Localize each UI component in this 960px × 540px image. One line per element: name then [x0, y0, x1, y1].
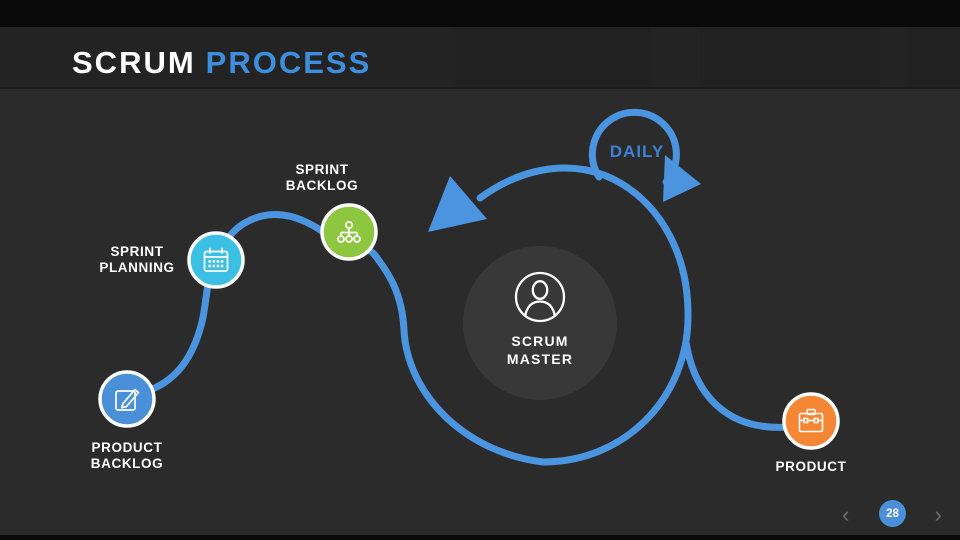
page-navigation: ‹ 28 ›: [842, 500, 942, 532]
person-icon: [514, 271, 566, 323]
header-seam: [905, 27, 960, 87]
calendar-icon: [203, 247, 229, 272]
node-sprint-backlog: [320, 203, 378, 261]
label-product: PRODUCT: [775, 459, 847, 474]
header-band: [0, 27, 960, 89]
header-seam: [700, 27, 880, 87]
cycle-arrowhead-icon: [428, 176, 487, 232]
flow-path-product-branch: [682, 338, 792, 431]
node-product: [782, 392, 840, 450]
page-title: SCRUM PROCESS: [72, 45, 371, 81]
header-seam: [455, 27, 650, 87]
top-bar: [0, 0, 960, 27]
node-sprint-planning: [187, 231, 245, 289]
title-secondary: PROCESS: [205, 45, 372, 80]
scrum-master-circle: [463, 246, 617, 400]
edit-icon: [115, 388, 140, 411]
bottom-bar: [0, 535, 960, 540]
title-primary: SCRUM: [72, 45, 196, 80]
label-daily: DAILY: [609, 142, 665, 161]
briefcase-icon: [798, 408, 824, 433]
daily-arrowhead-icon: [663, 155, 701, 202]
chevron-left-icon[interactable]: ‹: [842, 502, 850, 527]
label-sprint-planning: SPRINT PLANNING: [99, 244, 175, 276]
label-product-backlog: PRODUCT BACKLOG: [90, 440, 164, 472]
label-scrum-master: SCRUM MASTER: [506, 333, 574, 367]
chevron-right-icon[interactable]: ›: [934, 502, 942, 527]
page-number-badge[interactable]: 28: [879, 500, 906, 527]
daily-loop-path: [588, 108, 680, 186]
node-product-backlog: [98, 370, 156, 428]
label-sprint-backlog: SPRINT BACKLOG: [285, 162, 359, 194]
sitemap-icon: [337, 220, 361, 243]
